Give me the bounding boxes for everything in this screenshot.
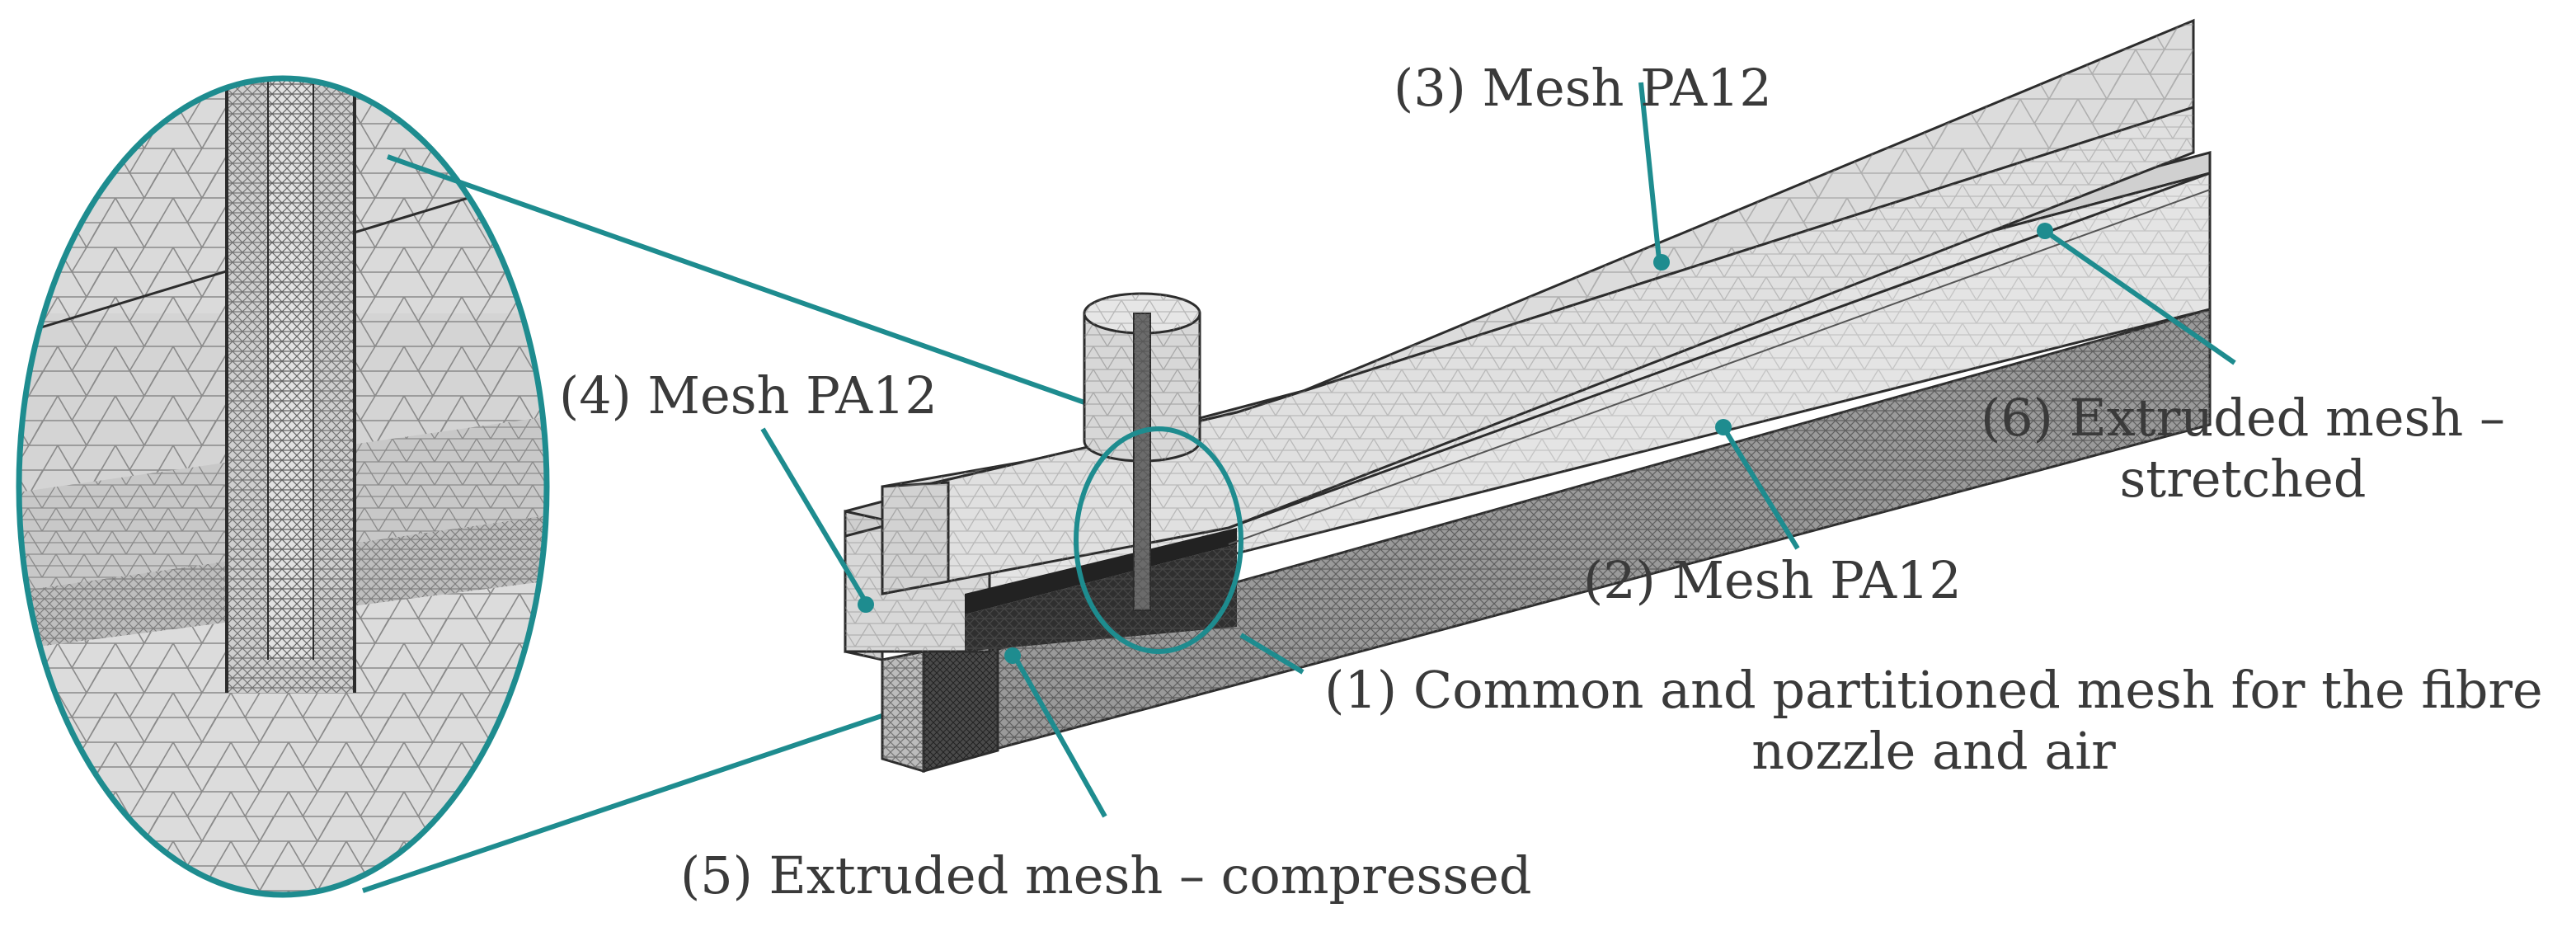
label-extruded-stretched-line1: (6) Extruded mesh – bbox=[1981, 388, 2505, 448]
mesh-model bbox=[844, 18, 2212, 774]
extruded-compressed-face bbox=[922, 633, 999, 773]
detail-highlight-ellipse bbox=[1074, 426, 1243, 654]
callouts bbox=[760, 82, 2236, 818]
label-extruded-stretched: (6) Extruded mesh – stretched bbox=[1963, 388, 2523, 510]
nozzle bbox=[1083, 292, 1201, 611]
label-common-partitioned-mesh-line1: (1) Common and partitioned mesh for the … bbox=[1324, 660, 2543, 720]
label-mesh-pa12-3: (3) Mesh PA12 bbox=[1394, 58, 1772, 118]
label-extruded-stretched-line2: stretched bbox=[2119, 449, 2367, 509]
label-extruded-compressed: (5) Extruded mesh – compressed bbox=[680, 845, 1532, 906]
label-common-partitioned-mesh-line2: nozzle and air bbox=[1751, 721, 2116, 781]
label-mesh-pa12-4: (4) Mesh PA12 bbox=[559, 365, 938, 426]
label-mesh-pa12-2: (2) Mesh PA12 bbox=[1583, 550, 1962, 610]
label-common-partitioned-mesh: (1) Common and partitioned mesh for the … bbox=[1290, 660, 2576, 782]
